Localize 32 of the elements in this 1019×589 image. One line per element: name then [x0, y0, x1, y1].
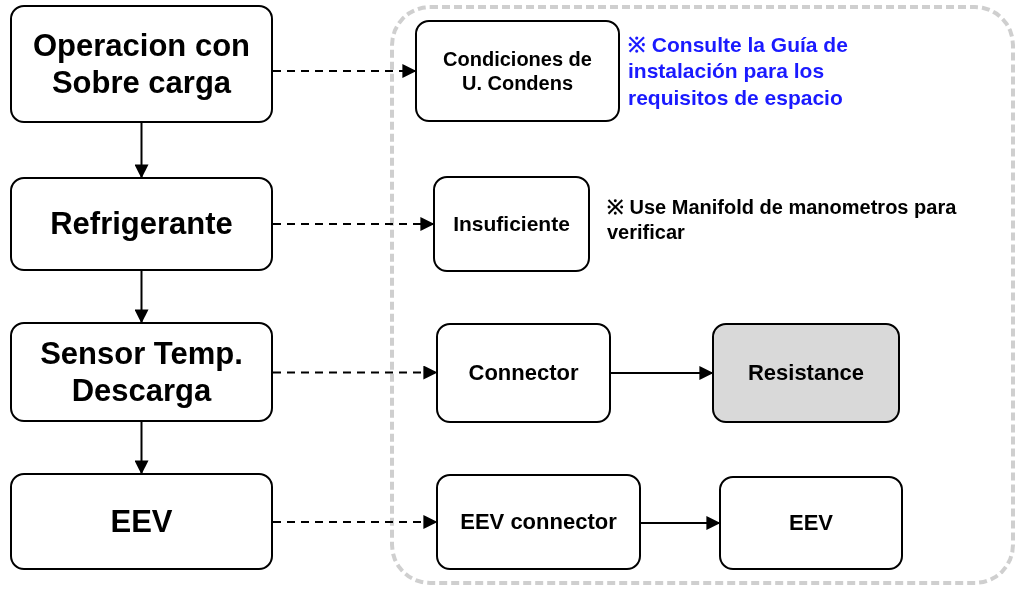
process-box [10, 5, 273, 123]
box-label: Operacion con Sobre carga [31, 26, 251, 102]
note-text: ※ Use Manifold de manometros para verificar [607, 195, 958, 245]
process-box [10, 473, 273, 570]
process-box [415, 20, 620, 122]
process-box [436, 474, 641, 570]
arrow [272, 365, 438, 380]
arrow [272, 515, 438, 529]
dashed-group-outline [390, 5, 1015, 585]
box-label: Condiciones de U. Condens [442, 47, 593, 95]
arrow [134, 421, 149, 475]
box-label: EEV [789, 509, 833, 537]
process-box [10, 177, 273, 271]
box-label: EEV [110, 502, 173, 541]
arrow [272, 217, 435, 231]
process-box [433, 176, 590, 272]
box-label: Refrigerante [50, 205, 233, 243]
box-label: Sensor Temp. Descarga [39, 334, 244, 410]
box-label: Resistance [747, 359, 865, 387]
note-text: ※ Consulte la Guía de instalación para los requisitos de espacio [628, 32, 849, 111]
arrow [272, 64, 417, 78]
process-box [436, 323, 611, 423]
arrow [134, 122, 149, 179]
process-box [719, 476, 903, 570]
arrow [610, 366, 714, 380]
box-label: Insuficiente [453, 211, 570, 237]
process-box [10, 322, 273, 422]
arrow [134, 270, 149, 324]
arrow [640, 516, 721, 530]
box-label: EEV connector [460, 508, 617, 536]
box-label: Connector [468, 359, 579, 387]
process-box [712, 323, 900, 423]
